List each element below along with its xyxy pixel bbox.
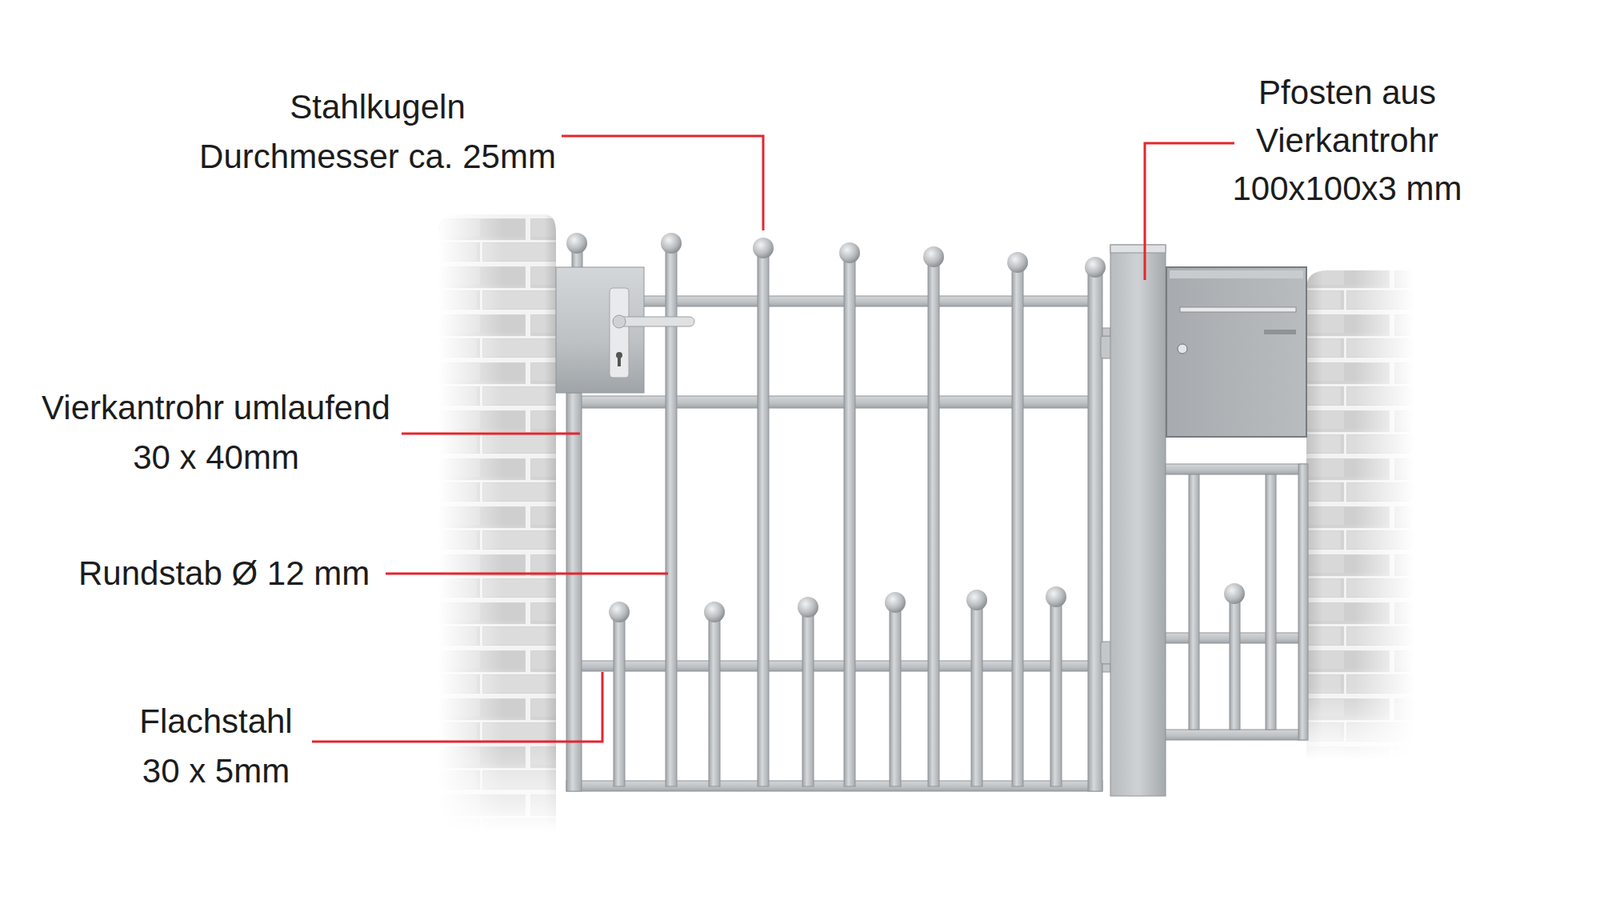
round-bars [572,243,1103,792]
side-fence [1165,464,1308,740]
callout-label: Pfosten aus Vierkantrohr 100x100x3 mm [1215,68,1480,213]
steel-balls [566,232,1106,623]
mailbox [1166,267,1307,437]
callout-label: Rundstab Ø 12 mm [78,548,383,599]
callout-label: Stahlkugeln Durchmesser ca. 25mm [193,82,562,182]
lock-plate [556,267,695,393]
short-bars [613,596,1062,787]
leader-lines [312,136,1235,742]
brick-pillar [432,214,560,832]
callout-label: Vierkantrohr umlaufend 30 x 40mm [32,383,400,483]
brick-pillar [1304,270,1416,760]
callout-label: Flachstahl 30 x 5mm [124,696,308,796]
square-post [1110,244,1166,796]
